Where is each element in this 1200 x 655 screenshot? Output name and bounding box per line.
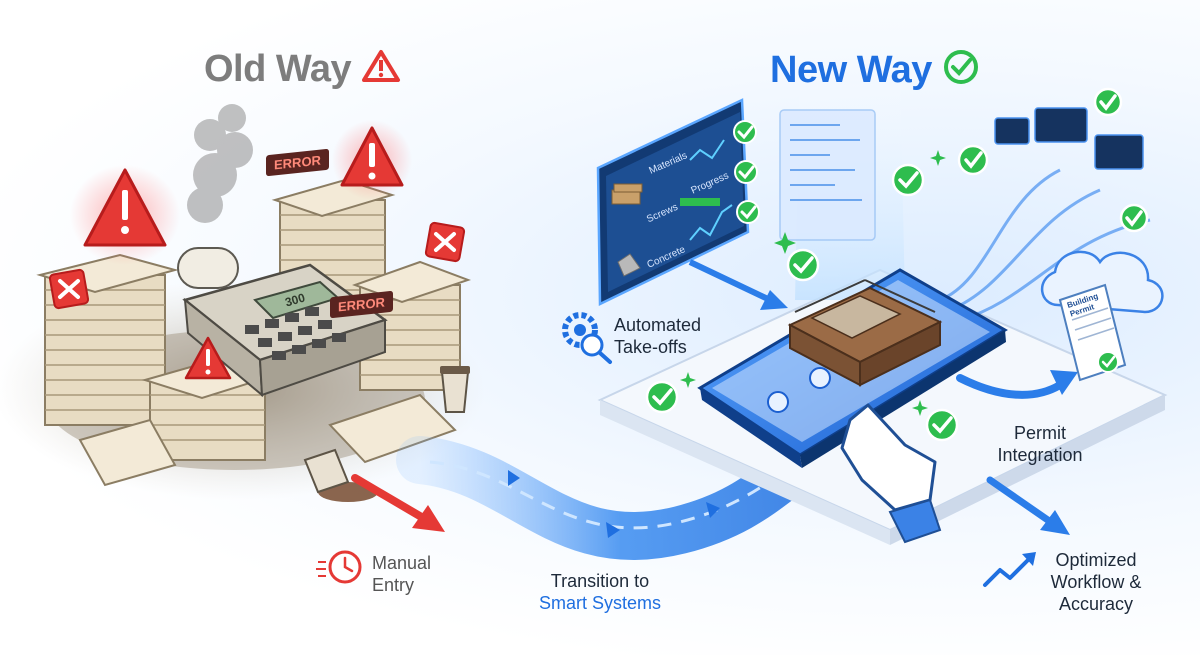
warning-triangle-icon bbox=[362, 50, 401, 82]
optimized-workflow-label: Optimized Workflow & Accuracy bbox=[1050, 550, 1142, 614]
error-x-icon bbox=[48, 268, 90, 310]
new-way-title-text: New Way bbox=[770, 49, 932, 91]
check-circle-icon bbox=[786, 248, 820, 282]
transition-label: Transition to Smart Systems bbox=[538, 571, 662, 613]
clock-icon bbox=[316, 550, 362, 584]
code-panel bbox=[779, 109, 876, 241]
loose-paper bbox=[328, 393, 457, 464]
check-circle-icon bbox=[891, 163, 925, 197]
hand-pointer-icon bbox=[840, 403, 942, 544]
old-way-scene bbox=[0, 104, 485, 584]
manual-entry-label: Manual Entry bbox=[372, 553, 432, 595]
old-way-title: Old Way bbox=[204, 48, 401, 91]
check-circle-icon bbox=[957, 144, 989, 176]
check-circle-icon bbox=[1119, 203, 1149, 233]
data-streams bbox=[939, 168, 1151, 322]
automated-takeoffs-label: Automated Take-offs bbox=[614, 315, 702, 357]
check-circle-icon bbox=[645, 380, 679, 414]
new-way-title: New Way bbox=[770, 48, 980, 92]
old-way-title-text: Old Way bbox=[204, 48, 352, 90]
check-circle-icon bbox=[943, 50, 978, 84]
warning-triangle-icon bbox=[184, 336, 232, 380]
loose-paper bbox=[78, 418, 177, 487]
spilled-cup-icon bbox=[303, 448, 378, 502]
check-circle-icon bbox=[925, 408, 959, 442]
check-circle-icon bbox=[1093, 87, 1123, 117]
calculator-icon bbox=[177, 247, 388, 398]
check-circle-icon bbox=[733, 120, 757, 144]
check-circle-icon bbox=[734, 160, 758, 184]
check-circle-icon bbox=[736, 200, 760, 224]
smoke-icon bbox=[187, 104, 253, 223]
warning-triangle-icon bbox=[340, 126, 404, 187]
coffee-cup-icon bbox=[440, 366, 470, 413]
dashboard-panel bbox=[596, 98, 750, 306]
red-arrow-icon bbox=[351, 474, 445, 532]
blue-arrow-icon bbox=[688, 259, 788, 310]
new-way-scene bbox=[562, 70, 1168, 587]
error-x-icon bbox=[424, 221, 466, 263]
blue-arrow-icon bbox=[986, 476, 1070, 535]
deck-model-icon bbox=[787, 279, 943, 387]
warning-triangle-icon bbox=[83, 168, 167, 247]
permit-integration-label: Permit Integration bbox=[997, 423, 1083, 465]
blue-arrow-icon bbox=[956, 370, 1078, 399]
permit-document-icon bbox=[1058, 283, 1127, 382]
gear-magnifier-icon bbox=[562, 312, 612, 364]
sparkle-icon bbox=[680, 150, 946, 416]
trend-arrow-icon bbox=[983, 552, 1036, 587]
